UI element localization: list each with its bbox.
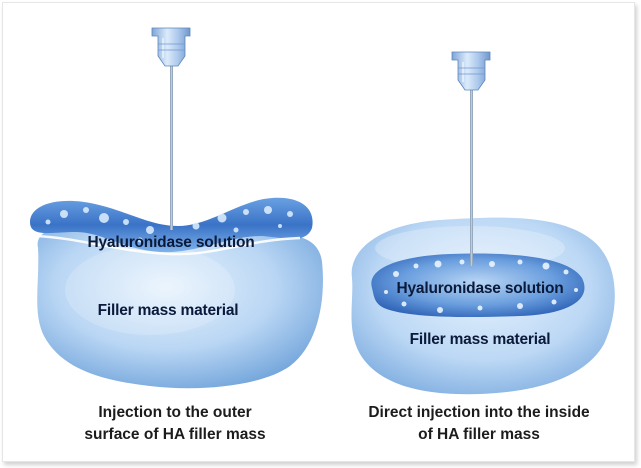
right-solution-label: Hyaluronidase solution (396, 280, 564, 297)
right-mass-label: Filler mass material (409, 331, 551, 348)
left-mass-label: Filler mass material (97, 302, 239, 319)
right-syringe (451, 51, 491, 266)
right-caption-line2: of HA filler mass (418, 426, 540, 443)
left-filler-mass (37, 224, 323, 389)
left-caption-line2: surface of HA filler mass (84, 426, 266, 443)
right-solution-pocket (371, 253, 585, 318)
right-caption-line1: Direct injection into the inside (368, 404, 590, 421)
left-caption-line1: Injection to the outer (98, 404, 252, 421)
left-syringe (151, 27, 191, 230)
left-caption: Injection to the outer surface of HA fil… (60, 402, 290, 446)
right-caption: Direct injection into the inside of HA f… (344, 402, 614, 446)
left-solution-layer (30, 197, 313, 256)
left-solution-label: Hyaluronidase solution (87, 234, 255, 251)
